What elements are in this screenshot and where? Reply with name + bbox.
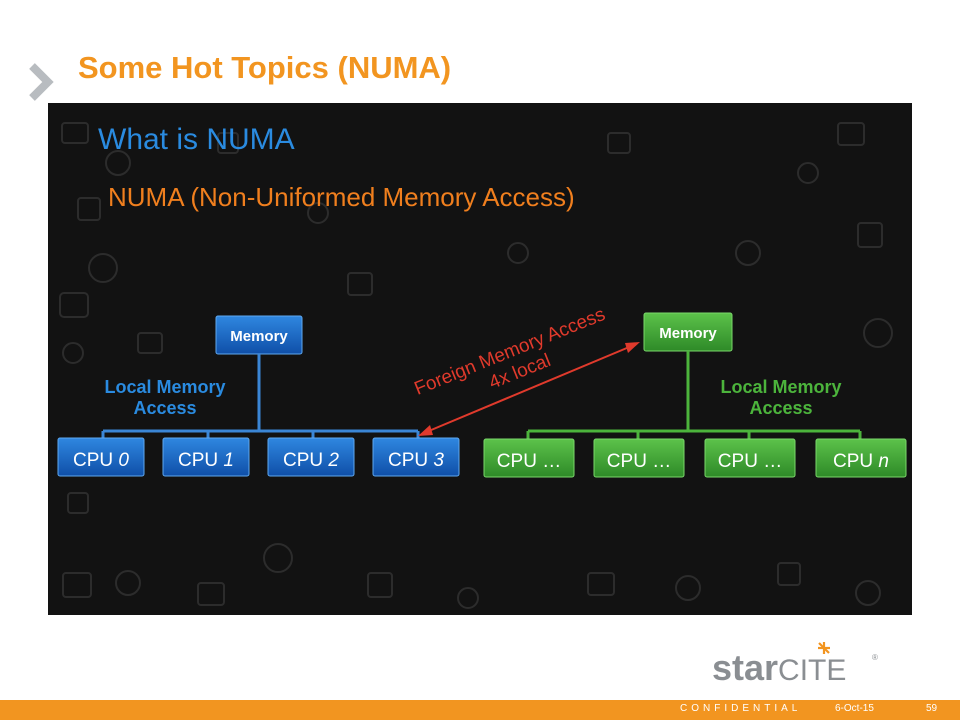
cpu-box [57,437,145,477]
svg-text:starCITE: starCITE [712,647,846,688]
cpu-box [593,438,685,478]
background-icon-pattern [59,122,893,609]
page-number: 59 [926,703,938,714]
diagram-heading: What is NUMA [98,123,295,156]
footer-date: 6-Oct-15 [835,703,874,714]
cpu-box [483,438,575,478]
cpu-box [162,437,250,477]
numa-diagram: What is NUMA NUMA (Non-Uniformed Memory … [48,103,912,615]
cpu-box [704,438,796,478]
right-memory-label: Memory [659,325,717,342]
left-local-access-line1: Local Memory [104,377,225,397]
right-local-access-line2: Access [749,398,812,418]
starcite-logo: starCITE ® [712,642,878,688]
cpu-label: CPU 3 [388,450,444,471]
cpu-label: CPU … [607,451,671,472]
right-local-access-line1: Local Memory [720,377,841,397]
cpu-box [267,437,355,477]
right-numa-node: Memory Local Memory Access CPU … CPU … C… [483,312,907,478]
cpu-label: CPU 2 [283,450,339,471]
cpu-label: CPU 0 [73,450,129,471]
slide-title: Some Hot Topics (NUMA) [78,50,452,85]
chevron-right-icon [29,63,54,101]
diagram-subheading: NUMA (Non-Uniformed Memory Access) [108,182,575,212]
cpu-label: CPU … [497,451,561,472]
cpu-label: CPU … [718,451,782,472]
svg-text:®: ® [872,653,878,662]
cpu-box [815,438,907,478]
numa-diagram-panel: What is NUMA NUMA (Non-Uniformed Memory … [48,103,912,615]
left-local-access-line2: Access [133,398,196,418]
footer-bar [0,700,960,720]
asterisk-icon [818,642,830,654]
cpu-label: CPU 1 [178,450,234,471]
cpu-box [372,437,460,477]
left-numa-node: Memory Local Memory Access CPU 0 CPU 1 C… [57,315,460,477]
left-memory-label: Memory [230,328,288,345]
footer-confidential: CONFIDENTIAL [680,703,802,714]
cpu-label: CPU n [833,451,889,472]
